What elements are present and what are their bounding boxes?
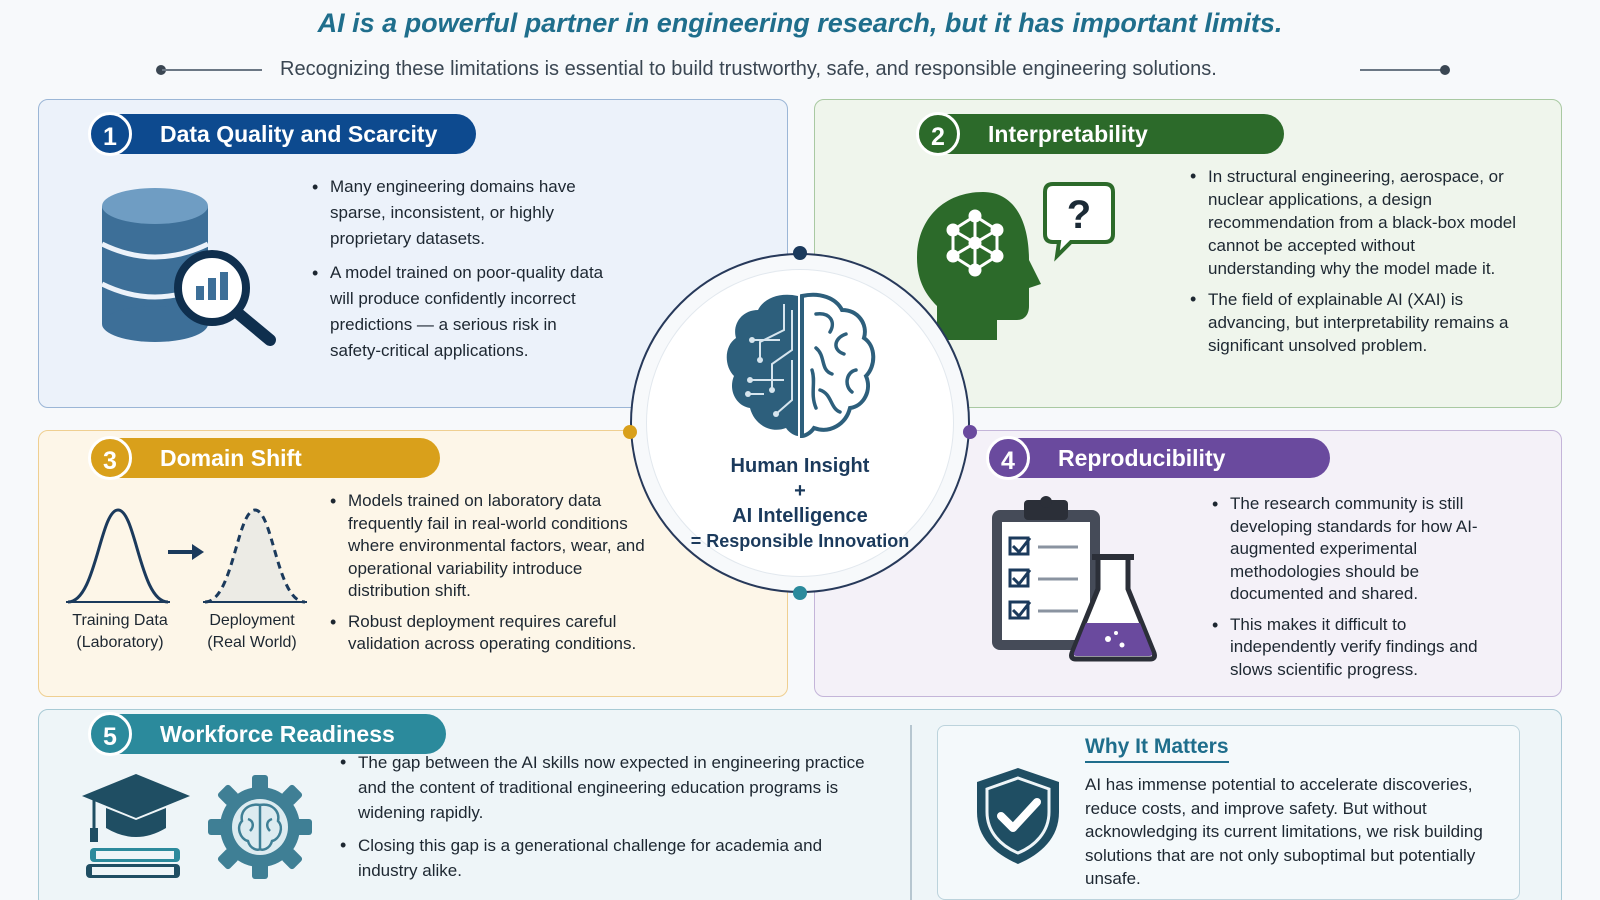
- why-it-matters-text: AI has immense potential to accelerate d…: [1085, 775, 1483, 888]
- panel-4-title: Reproducibility: [988, 438, 1330, 478]
- panel-5-bullets: The gap between the AI skills now expect…: [338, 750, 878, 891]
- caption-line: Deployment: [209, 612, 295, 629]
- svg-text:?: ?: [1067, 193, 1091, 237]
- center-line-2: +: [794, 480, 806, 502]
- brain-circuit-icon: [726, 292, 876, 439]
- panel-2-bullets: In structural engineering, aerospace, or…: [1188, 165, 1518, 365]
- headline: AI is a powerful partner in engineering …: [317, 8, 1283, 38]
- subline-text: Recognizing these limitations is essenti…: [280, 58, 1217, 80]
- vertical-divider: [910, 725, 912, 900]
- panel-1-bullet: A model trained on poor-quality data wil…: [310, 260, 610, 364]
- subline-right-dot: [1440, 65, 1450, 75]
- panel-4-number: 4: [986, 436, 1030, 480]
- panel-1-bullets: Many engineering domains have sparse, in…: [310, 174, 610, 372]
- subline-right-rule: [1360, 69, 1444, 71]
- arrow-right-icon: [168, 544, 204, 560]
- caption-line: (Laboratory): [76, 634, 164, 651]
- ai-head-icon: [917, 192, 1041, 340]
- training-data-caption: Training Data (Laboratory): [58, 610, 182, 654]
- clipboard-checklist-icon: [992, 496, 1100, 650]
- caption-line: (Real World): [207, 634, 297, 651]
- panel-1-bullet: Many engineering domains have sparse, in…: [310, 174, 610, 252]
- flask-icon: [1069, 554, 1157, 662]
- panel-3-bullets: Models trained on laboratory data freque…: [328, 490, 646, 664]
- panel-4-bullet: The research community is still developi…: [1210, 493, 1510, 606]
- center-line-1: Human Insight: [730, 455, 870, 477]
- shield-check-icon: [977, 768, 1059, 864]
- center-message: Human Insight + AI Intelligence = Respon…: [660, 454, 940, 554]
- bell-curve-icon: [203, 508, 307, 604]
- panel-2-bullet: In structural engineering, aerospace, or…: [1188, 165, 1518, 280]
- gear-brain-icon: [208, 775, 312, 879]
- database-icon: [100, 188, 210, 342]
- graduation-cap-icon: [82, 774, 190, 842]
- caption-line: Training Data: [72, 612, 168, 629]
- panel-5-number: 5: [88, 712, 132, 756]
- subline-left-dot: [156, 65, 166, 75]
- panel-3-title: Domain Shift: [90, 438, 440, 478]
- ring-dot-bottom: [793, 586, 807, 600]
- panel-5-title: Workforce Readiness: [90, 714, 446, 754]
- books-icon: [86, 848, 180, 878]
- panel-2-bullet: The field of explainable AI (XAI) is adv…: [1188, 288, 1518, 357]
- panel-3-bullet: Models trained on laboratory data freque…: [328, 490, 646, 603]
- subline-left-rule: [162, 69, 262, 71]
- panel-2-title: Interpretability: [918, 114, 1284, 154]
- magnifier-chart-icon: [174, 250, 276, 346]
- panel-4-bullets: The research community is still developi…: [1210, 493, 1510, 689]
- panel-1-title: Data Quality and Scarcity: [90, 114, 476, 154]
- panel-3-bullet: Robust deployment requires careful valid…: [328, 611, 646, 656]
- question-bubble-icon: ?: [1043, 182, 1115, 262]
- panel-2-number: 2: [916, 112, 960, 156]
- ring-dot-top: [793, 246, 807, 260]
- center-line-4: = Responsible Innovation: [690, 531, 910, 551]
- why-it-matters-title: Why It Matters: [1085, 735, 1229, 763]
- ring-dot-left: [623, 425, 637, 439]
- panel-5-bullet: Closing this gap is a generational chall…: [338, 833, 878, 883]
- bell-curve-icon: [66, 508, 170, 604]
- ring-dot-right: [963, 425, 977, 439]
- panel-5-bullet: The gap between the AI skills now expect…: [338, 750, 878, 825]
- panel-4-bullet: This makes it difficult to independently…: [1210, 614, 1510, 682]
- subline: Recognizing these limitations is essenti…: [0, 58, 1600, 82]
- panel-3-number: 3: [88, 436, 132, 480]
- deployment-caption: Deployment (Real World): [190, 610, 314, 654]
- panel-1-number: 1: [88, 112, 132, 156]
- center-line-3: AI Intelligence: [732, 505, 868, 527]
